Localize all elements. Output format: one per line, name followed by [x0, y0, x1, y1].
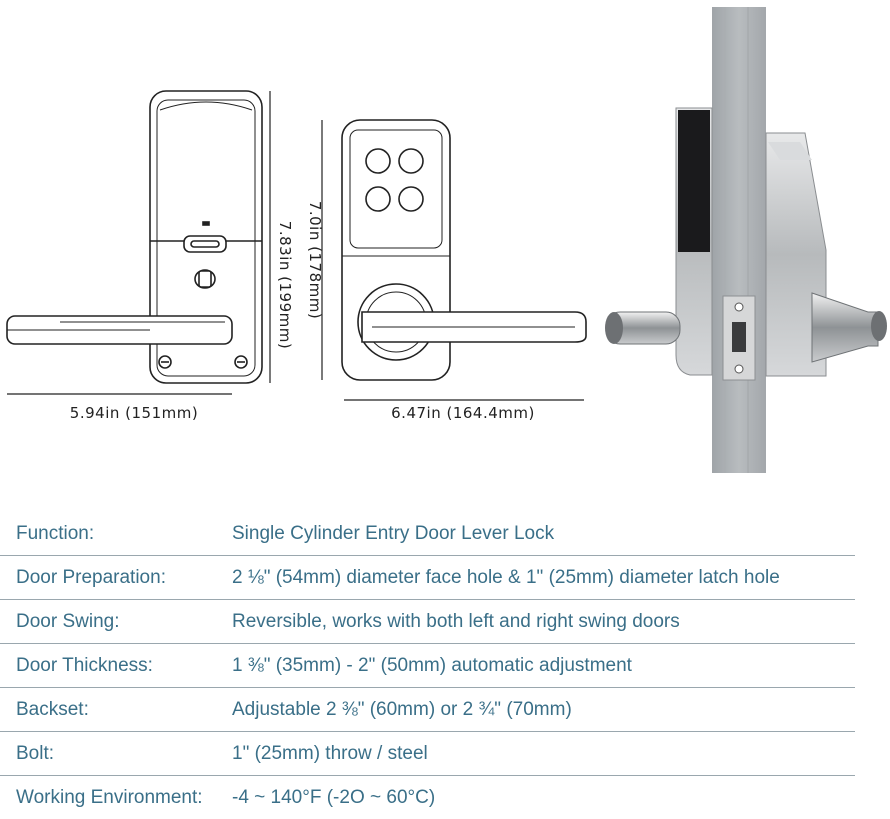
spec-label: Bolt: [16, 743, 55, 764]
spec-label: Door Swing: [16, 611, 120, 632]
spec-row-bolt: Bolt: 1" (25mm) throw / steel [0, 732, 855, 776]
side-view-illustration [605, 7, 887, 473]
spec-row-door-thickness: Door Thickness: 1 ⅜" (35mm) - 2" (50mm) … [0, 644, 855, 688]
product-drawings: 5.94in (151mm) 7.83in (199mm) 7.0in (178… [6, 7, 887, 473]
spec-row-function: Function: Single Cylinder Entry Door Lev… [0, 512, 855, 556]
rear-height-label: 7.83in (199mm) [276, 221, 294, 349]
spec-value: Reversible, works with both left and rig… [232, 611, 680, 632]
front-unit-drawing [341, 119, 587, 381]
spec-value: -4 ~ 140°F (-2O ~ 60°C) [232, 787, 436, 808]
spec-row-backset: Backset: Adjustable 2 ⅜" (60mm) or 2 ¾" … [0, 688, 855, 732]
spec-value: Single Cylinder Entry Door Lever Lock [232, 523, 555, 544]
rear-unit-drawing [6, 90, 263, 384]
spec-value: 1 ⅜" (35mm) - 2" (50mm) automatic adjust… [232, 655, 632, 676]
spec-value: 1" (25mm) throw / steel [232, 743, 428, 764]
spec-row-door-swing: Door Swing: Reversible, works with both … [0, 600, 855, 644]
front-width-label: 6.47in (164.4mm) [391, 404, 535, 422]
spec-value: Adjustable 2 ⅜" (60mm) or 2 ¾" (70mm) [232, 699, 572, 720]
spec-value: 2 ⅛" (54mm) diameter face hole & 1" (25m… [232, 567, 780, 588]
spec-label: Working Environment: [16, 787, 203, 808]
spec-label: Backset: [16, 699, 89, 720]
spec-row-door-preparation: Door Preparation: 2 ⅛" (54mm) diameter f… [0, 556, 855, 600]
spec-label: Door Thickness: [16, 655, 153, 676]
spec-label: Door Preparation: [16, 567, 166, 588]
spec-label: Function: [16, 523, 95, 544]
spec-table: Function: Single Cylinder Entry Door Lev… [0, 512, 855, 819]
rear-width-label: 5.94in (151mm) [70, 404, 198, 422]
spec-row-working-environment: Working Environment: -4 ~ 140°F (-2O ~ 6… [0, 776, 855, 819]
front-height-label: 7.0in (178mm) [306, 201, 324, 319]
